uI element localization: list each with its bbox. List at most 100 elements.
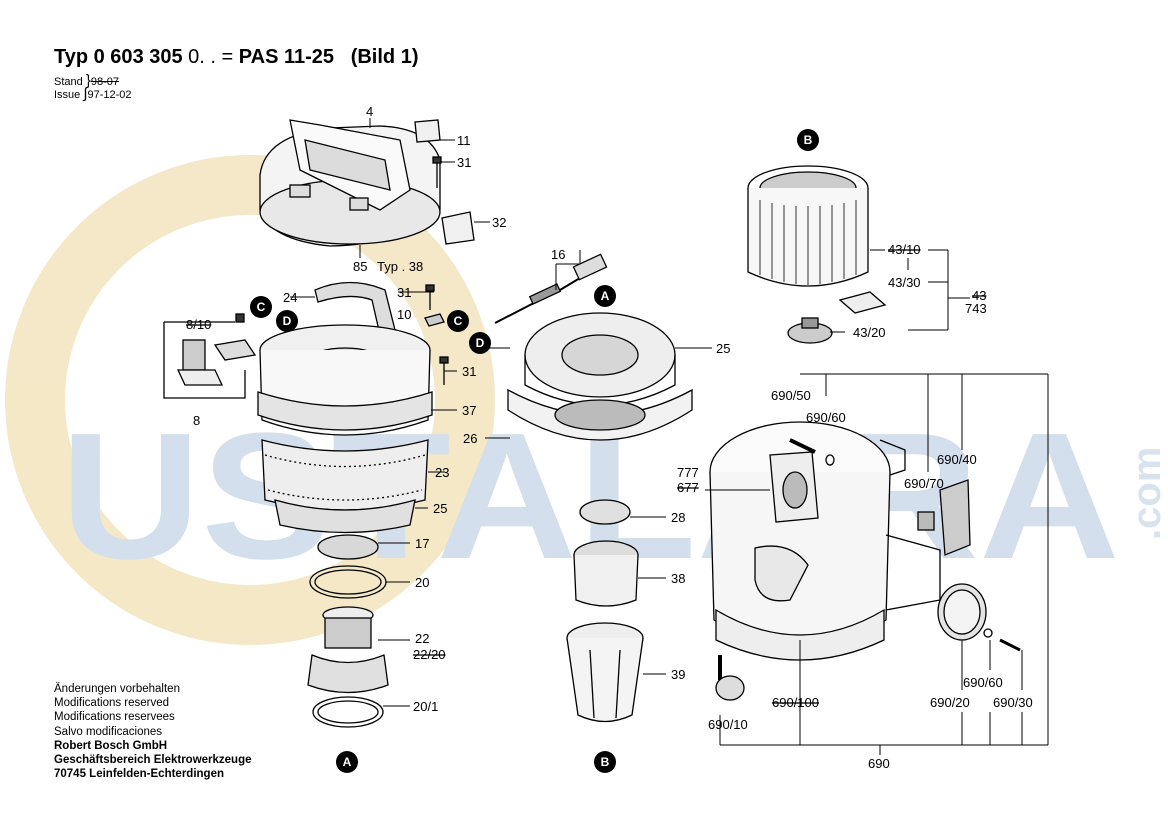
label-31-mid: 31 — [397, 285, 411, 300]
label-typ-38: Typ . 38 — [377, 259, 423, 274]
page-title: Typ 0 603 305 0. . = PAS 11-25 (Bild 1) — [54, 46, 418, 69]
svg-text:A: A — [343, 755, 352, 769]
part-32-drawing — [441, 211, 475, 245]
watermark-suffix: .com — [1125, 447, 1168, 540]
marker-b-bottom: B — [594, 751, 616, 773]
wheel-drawing — [937, 583, 1021, 652]
note-line-2: Modifications reserved — [54, 697, 170, 710]
part-23-drawing — [261, 439, 429, 511]
label-28: 28 — [671, 510, 685, 525]
label-690-100: 690/100 — [772, 695, 819, 710]
label-43: 43 — [972, 288, 986, 303]
title-figure: (Bild 1) — [350, 46, 419, 68]
label-31-low: 31 — [462, 364, 476, 379]
company-division: Geschäftsbereich Elektrowerkzeuge — [54, 754, 252, 767]
label-677: 677 — [677, 480, 699, 495]
company-address: 70745 Leinfelden-Echterdingen — [54, 768, 224, 781]
label-690-70: 690/70 — [904, 476, 944, 491]
label-11: 11 — [457, 133, 471, 148]
label-43-30: 43/30 — [888, 275, 921, 290]
middle-housing-drawing — [507, 312, 693, 441]
screw-31-low — [439, 356, 449, 385]
label-25-low: 25 — [433, 501, 447, 516]
issue-line: Issue ∫97-12-02 — [54, 85, 132, 102]
watermark-ring — [5, 155, 495, 645]
screw-31-top — [432, 156, 442, 188]
label-23: 23 — [435, 465, 449, 480]
note-line-4: Salvo modificaciones — [54, 725, 163, 738]
label-777: 777 — [677, 465, 699, 480]
label-690: 690 — [868, 756, 890, 771]
part-28-drawing — [579, 499, 631, 525]
marker-d-mid: D — [469, 332, 491, 354]
label-31-top: 31 — [457, 155, 471, 170]
title-suffix: 0. . = — [182, 46, 239, 68]
svg-text:C: C — [454, 314, 463, 328]
svg-text:B: B — [601, 755, 610, 769]
part-38-drawing — [573, 540, 639, 607]
part-17-drawing — [317, 534, 379, 560]
svg-text:A: A — [601, 289, 610, 303]
switch-assembly-drawing — [176, 313, 257, 386]
label-43-10: 43/10 — [888, 242, 921, 257]
stand-label: Stand — [54, 76, 83, 88]
part-690-50-drawing — [789, 438, 816, 454]
company-name: Robert Bosch GmbH — [54, 739, 168, 752]
part-43-30-drawing — [838, 291, 887, 314]
part-20-1-drawing — [312, 696, 384, 728]
label-8-10: 8/10 — [186, 317, 211, 332]
marker-c-left: C — [250, 296, 272, 318]
power-cord-drawing — [494, 253, 608, 324]
label-10: 10 — [397, 307, 411, 322]
cover-lid-drawing — [259, 119, 441, 247]
part-690-70-drawing — [917, 511, 935, 531]
cartridge-filter-drawing — [747, 165, 869, 287]
tank-container-drawing — [709, 421, 941, 661]
title-typ: Typ 0 60 — [54, 46, 133, 68]
svg-text:D: D — [283, 314, 292, 328]
marker-b-top: B — [797, 129, 819, 151]
label-25-mid: 25 — [716, 341, 730, 356]
label-24: 24 — [283, 290, 297, 305]
label-690-60-bottom: 690/60 — [963, 675, 1003, 690]
marker-d-left: D — [276, 310, 298, 332]
label-690-20: 690/20 — [930, 695, 970, 710]
label-39: 39 — [671, 667, 685, 682]
label-22-20: 22/20 — [413, 647, 446, 662]
svg-text:D: D — [476, 336, 485, 350]
note-line-1: Änderungen vorbehalten — [54, 683, 180, 695]
issue-label: Issue — [54, 89, 81, 101]
label-690-50: 690/50 — [771, 388, 811, 403]
castor-drawing — [715, 655, 745, 701]
label-20-1: 20/1 — [413, 699, 438, 714]
marker-a-mid: A — [594, 285, 616, 307]
label-690-30: 690/30 — [993, 695, 1033, 710]
label-20: 20 — [415, 575, 429, 590]
label-22: 22 — [415, 631, 429, 646]
label-4: 4 — [366, 104, 373, 119]
part-10-drawing — [424, 313, 445, 327]
issue-value: 97-12-02 — [87, 89, 132, 101]
note-line-3: Modifications reservees — [54, 711, 175, 724]
motor-22-drawing — [307, 606, 389, 694]
label-43-20: 43/20 — [853, 325, 886, 340]
part-39-drawing — [566, 622, 644, 723]
label-690-40: 690/40 — [937, 452, 977, 467]
label-16: 16 — [551, 247, 565, 262]
label-8: 8 — [193, 413, 200, 428]
label-26: 26 — [463, 431, 477, 446]
title-model: PAS 11-25 — [238, 46, 335, 68]
label-690-10: 690/10 — [708, 717, 748, 732]
label-37: 37 — [462, 403, 476, 418]
svg-text:B: B — [804, 133, 813, 147]
motor-head-drawing — [257, 324, 433, 436]
part-690-40-drawing — [939, 479, 971, 556]
part-labels: 4 11 31 32 85 Typ . 38 16 24 31 10 8/10 … — [186, 104, 1033, 771]
label-690-60-top: 690/60 — [806, 410, 846, 425]
stand-value: 98-07 — [90, 76, 119, 88]
label-38: 38 — [671, 571, 685, 586]
label-32: 32 — [492, 215, 506, 230]
svg-text:C: C — [257, 300, 266, 314]
bracket-8 — [163, 322, 246, 399]
